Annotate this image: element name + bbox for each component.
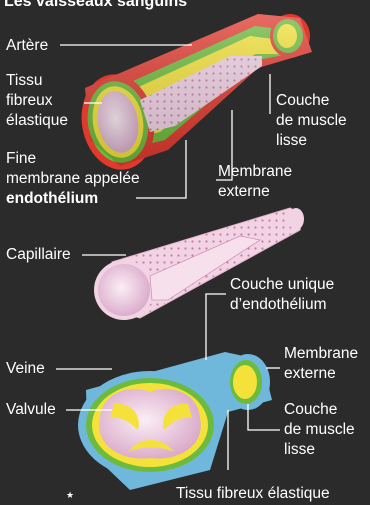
label-vein-muscle-2: de muscle xyxy=(284,420,355,439)
label-artery-muscle-3: lisse xyxy=(276,131,307,150)
label-artery-muscle-1: Couche xyxy=(276,91,329,110)
star-mark: ★ xyxy=(66,491,74,501)
label-artery-fibrous-2: fibreux xyxy=(6,91,53,110)
label-endothelium-3: endothélium xyxy=(6,189,98,208)
label-vein-fibrous: Tissu fibreux élastique xyxy=(176,484,330,503)
label-endothelium-2: membrane appelée xyxy=(6,169,140,188)
label-artery-muscle-2: de muscle xyxy=(276,111,347,130)
label-capillaire: Capillaire xyxy=(6,245,71,264)
capillary-lumen xyxy=(98,264,150,316)
vein-lumen xyxy=(99,389,201,459)
vein-illustration xyxy=(78,352,272,490)
capillary-far-end xyxy=(288,208,304,230)
label-artery-outer-1: Membrane xyxy=(218,162,292,181)
label-veine: Veine xyxy=(6,359,45,378)
label-artery-outer-2: externe xyxy=(218,182,270,201)
label-capillary-layer-1: Couche unique xyxy=(230,275,334,294)
label-artery-fibrous-3: élastique xyxy=(6,111,68,130)
label-endothelium-1: Fine xyxy=(6,149,36,168)
label-vein-muscle-1: Couche xyxy=(284,400,337,419)
label-capillary-layer-2: d’endothélium xyxy=(230,295,327,314)
leader-couche-unique xyxy=(206,294,226,360)
label-vein-outer-1: Membrane xyxy=(284,344,358,363)
vein-end-yellow xyxy=(233,365,257,399)
label-artery-fibrous-1: Tissu xyxy=(6,71,42,90)
label-vein-outer-2: externe xyxy=(284,364,336,383)
label-vein-muscle-3: lisse xyxy=(284,440,315,459)
diagram-title: Les vaisseaux sanguins xyxy=(4,0,187,11)
label-artere: Artère xyxy=(6,36,48,55)
label-valvule: Valvule xyxy=(6,400,56,419)
